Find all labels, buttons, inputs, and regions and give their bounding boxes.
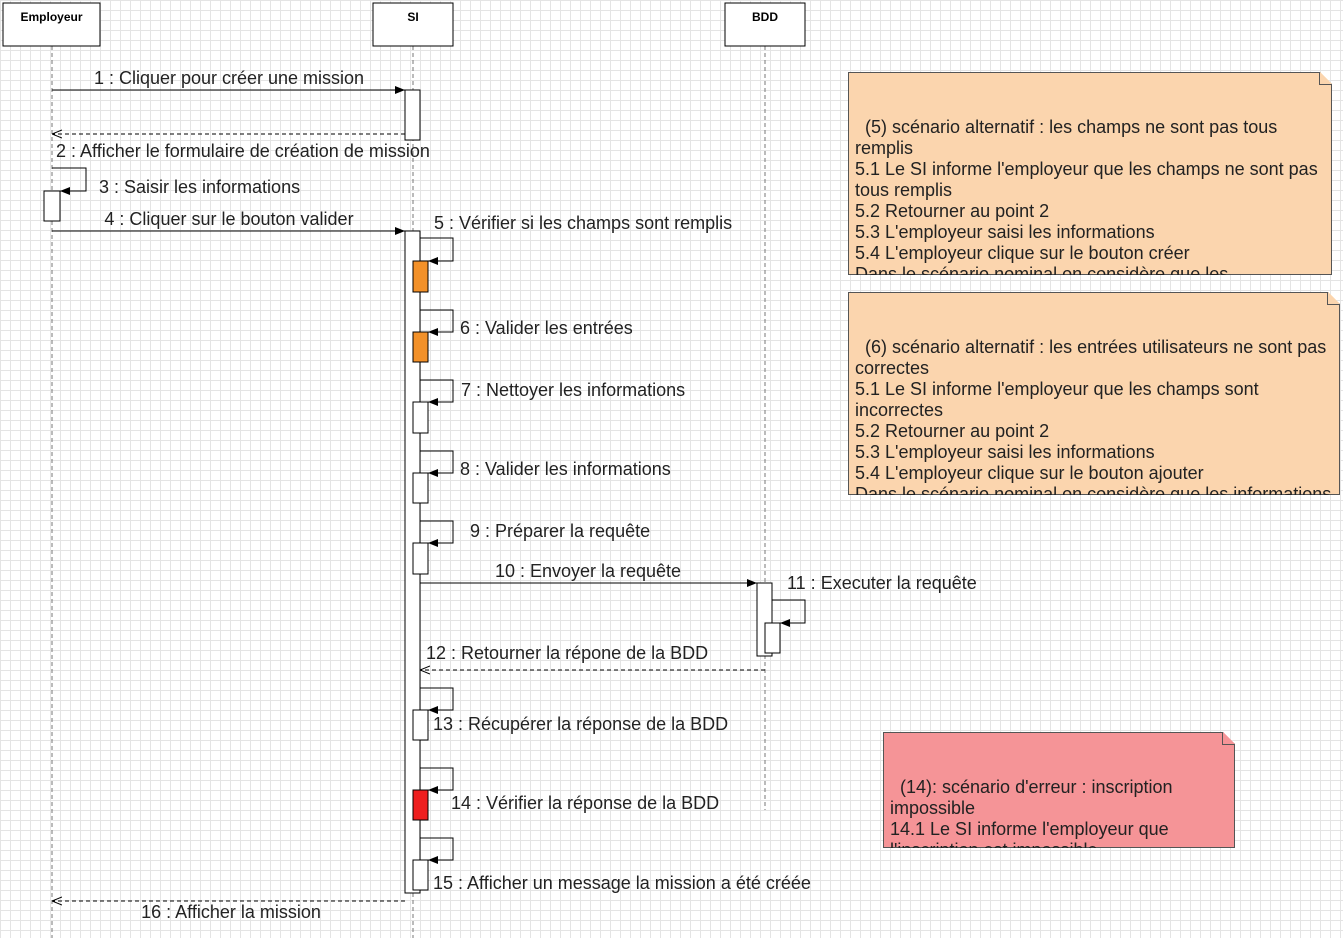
message-label-4: 4 : Cliquer sur le bouton valider — [104, 209, 353, 229]
note-error-14[interactable]: (14): scénario d'erreur : inscription im… — [883, 732, 1235, 848]
activation-step-5 — [412, 260, 429, 293]
participant-si[interactable]: SI — [372, 2, 454, 47]
note-alternative-6-text: (6) scénario alternatif : les entrées ut… — [855, 337, 1332, 525]
note-alternative-5[interactable]: (5) scénario alternatif : les champs ne … — [848, 72, 1332, 275]
self-message-arrow-9 — [420, 520, 454, 547]
self-message-arrow-14 — [420, 767, 454, 794]
self-message-arrow-7 — [420, 379, 454, 406]
activation-step-9 — [412, 542, 429, 575]
participant-employeur-label: Employeur — [20, 10, 82, 24]
participant-si-label: SI — [407, 10, 418, 24]
activation-step-13 — [412, 709, 429, 741]
message-label-12: 12 : Retourner la répone de la BDD — [426, 643, 708, 663]
participant-employeur[interactable]: Employeur — [2, 2, 101, 47]
message-label-7: 7 : Nettoyer les informations — [461, 380, 685, 400]
message-label-1: 1 : Cliquer pour créer une mission — [94, 68, 364, 88]
message-label-15: 15 : Afficher un message la mission a ét… — [433, 873, 811, 893]
self-message-arrow-15 — [420, 837, 454, 864]
activation-si-1 — [404, 89, 421, 141]
message-label-10: 10 : Envoyer la requête — [495, 561, 681, 581]
activation-step-6 — [412, 331, 429, 363]
note-alternative-6[interactable]: (6) scénario alternatif : les entrées ut… — [848, 292, 1340, 495]
self-message-arrow-6 — [420, 309, 454, 336]
message-label-2: 2 : Afficher le formulaire de création d… — [56, 141, 430, 161]
participant-bdd-label: BDD — [752, 10, 778, 24]
message-label-9: 9 : Préparer la requête — [470, 521, 650, 541]
activation-employeur-3 — [43, 190, 61, 222]
message-label-5: 5 : Vérifier si les champs sont remplis — [434, 213, 732, 233]
self-message-arrow-5 — [420, 237, 454, 265]
self-message-arrow-3 — [52, 167, 87, 195]
participant-bdd[interactable]: BDD — [724, 2, 806, 47]
activation-step-15 — [412, 859, 429, 891]
message-label-11: 11 : Executer la requête — [787, 573, 977, 593]
activation-step-14 — [412, 789, 429, 821]
message-label-14: 14 : Vérifier la réponse de la BDD — [451, 793, 719, 813]
message-label-6: 6 : Valider les entrées — [460, 318, 633, 338]
activation-bdd-step-11 — [764, 622, 781, 654]
self-message-arrow-13 — [420, 687, 454, 714]
self-message-arrow-11 — [772, 599, 806, 627]
activation-step-8 — [412, 472, 429, 504]
activation-step-7 — [412, 401, 429, 434]
message-label-13: 13 : Récupérer la réponse de la BDD — [433, 714, 728, 734]
message-label-8: 8 : Valider les informations — [460, 459, 671, 479]
message-label-16: 16 : Afficher la mission — [141, 902, 321, 922]
message-label-3: 3 : Saisir les informations — [99, 177, 300, 197]
self-message-arrow-8 — [420, 450, 454, 477]
